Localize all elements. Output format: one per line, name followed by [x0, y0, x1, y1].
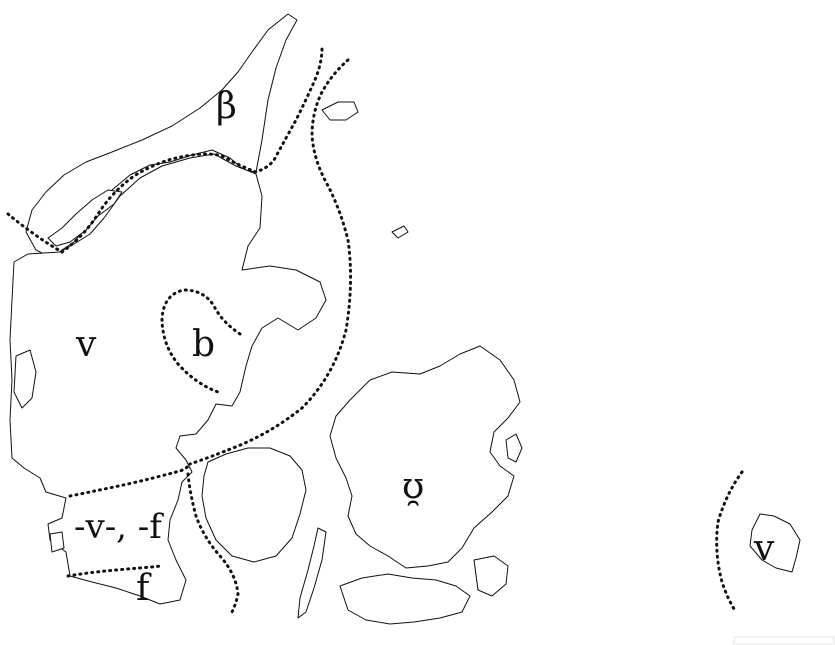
isogloss-south-east	[186, 472, 240, 614]
laeso-island	[321, 101, 359, 121]
isogloss-bornholm	[715, 470, 744, 614]
label-v-bornholm: v	[753, 528, 775, 569]
label-medial: -v-, -f	[74, 507, 164, 547]
funen-island	[201, 447, 307, 563]
isogloss-north	[6, 46, 324, 254]
kattegat-islet	[505, 433, 523, 463]
label-b: b	[192, 324, 215, 365]
zealand-island	[329, 345, 521, 569]
isogloss-east	[188, 58, 353, 466]
limfjord-inlet	[47, 189, 123, 247]
isogloss-b-area	[160, 288, 242, 394]
bottom-edge-strip	[733, 636, 835, 645]
west-islet	[13, 349, 37, 409]
isogloss-south-lower	[66, 564, 164, 578]
label-f: f	[136, 568, 152, 609]
sw-islet	[49, 531, 65, 553]
label-beta: β	[216, 86, 237, 127]
bornholm-island	[749, 513, 801, 573]
label-v-west: v	[75, 324, 97, 365]
lolland-island	[339, 573, 471, 625]
anholt-island	[391, 225, 409, 239]
langeland-island	[297, 527, 327, 619]
isogloss-south-upper	[68, 462, 192, 498]
falster-island	[473, 555, 509, 597]
label-zealand: ʊ̯	[402, 466, 424, 507]
